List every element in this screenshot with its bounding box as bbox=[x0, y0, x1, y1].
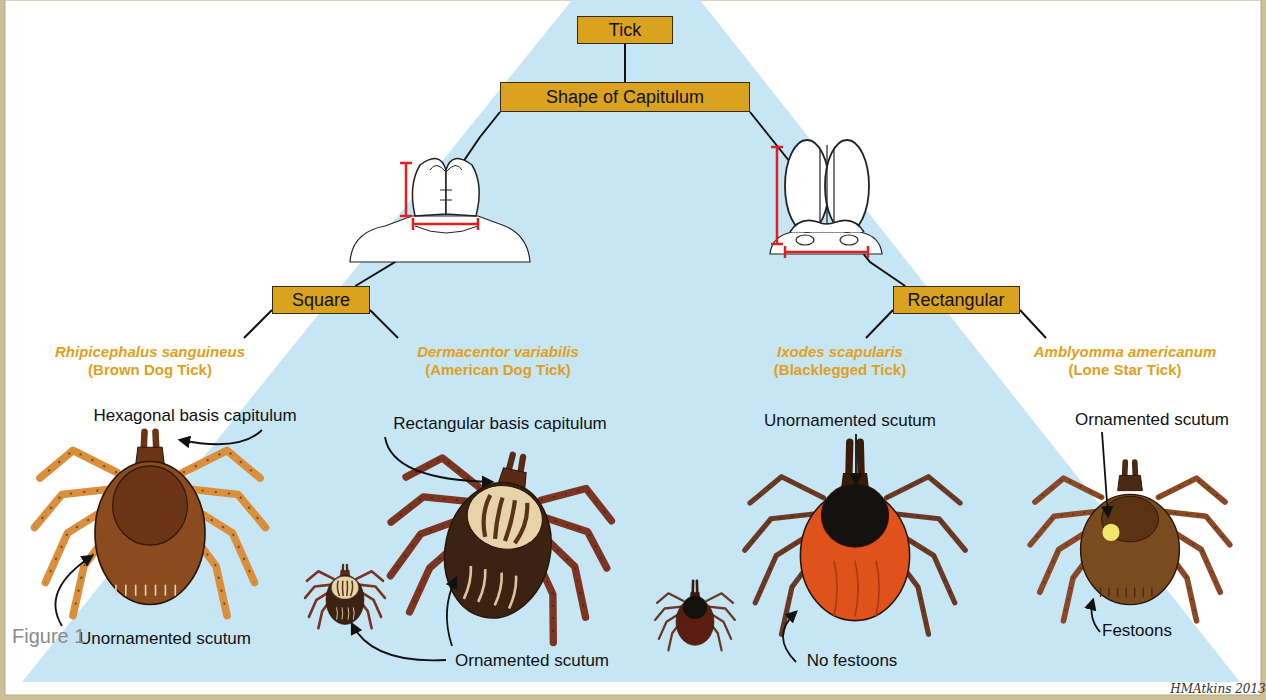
callout-label: No festoons bbox=[807, 652, 898, 670]
callout-label: Unornamented scutum bbox=[764, 412, 936, 430]
category-box: Square bbox=[272, 286, 370, 314]
species-name: Dermacentor variabilis bbox=[417, 343, 579, 361]
species-name: Ixodes scapularis bbox=[777, 343, 903, 361]
capitulum-square bbox=[350, 159, 530, 262]
callout-label: Ornamented scutum bbox=[1075, 411, 1229, 429]
category-box: Rectangular bbox=[893, 286, 1020, 314]
box-label: Shape of Capitulum bbox=[546, 87, 704, 107]
blue-trapezoid bbox=[22, 0, 1240, 682]
signature: HMAtkins 2013 bbox=[1170, 680, 1265, 698]
common-name: (Brown Dog Tick) bbox=[88, 361, 212, 379]
common-name: (Blacklegged Tick) bbox=[774, 361, 906, 379]
tree-connector bbox=[750, 112, 905, 286]
species-name: Rhipicephalus sanguineus bbox=[55, 343, 245, 361]
tick bbox=[745, 442, 966, 634]
question-box: Shape of Capitulum bbox=[500, 82, 750, 112]
tick-figures bbox=[34, 432, 1229, 651]
tick bbox=[305, 565, 385, 628]
common-name: (American Dog Tick) bbox=[425, 361, 571, 379]
callout-label: Ornamented scutum bbox=[455, 652, 609, 670]
branch-lines bbox=[244, 310, 1046, 338]
callout-label: Hexagonal basis capitulum bbox=[93, 407, 296, 425]
box-label: Square bbox=[292, 290, 350, 310]
callout-label: Unornamented scutum bbox=[79, 630, 251, 648]
tick bbox=[34, 432, 265, 616]
capitulum-rectangular bbox=[770, 140, 882, 258]
callout-label: Festoons bbox=[1102, 622, 1172, 640]
tick bbox=[655, 581, 735, 651]
callout-label: Rectangular basis capitulum bbox=[393, 415, 607, 433]
panel bbox=[5, 0, 1261, 695]
box-label: Tick bbox=[609, 20, 641, 40]
figure-number: Figure 1 bbox=[12, 627, 85, 645]
root-box: Tick bbox=[577, 16, 673, 44]
tick bbox=[374, 433, 626, 650]
box-label: Rectangular bbox=[907, 290, 1004, 310]
tree-connector bbox=[624, 44, 626, 82]
common-name: (Lone Star Tick) bbox=[1068, 361, 1181, 379]
tick bbox=[1030, 462, 1230, 621]
callout-arrows bbox=[55, 430, 1108, 662]
species-name: Amblyomma americanum bbox=[1034, 343, 1217, 361]
